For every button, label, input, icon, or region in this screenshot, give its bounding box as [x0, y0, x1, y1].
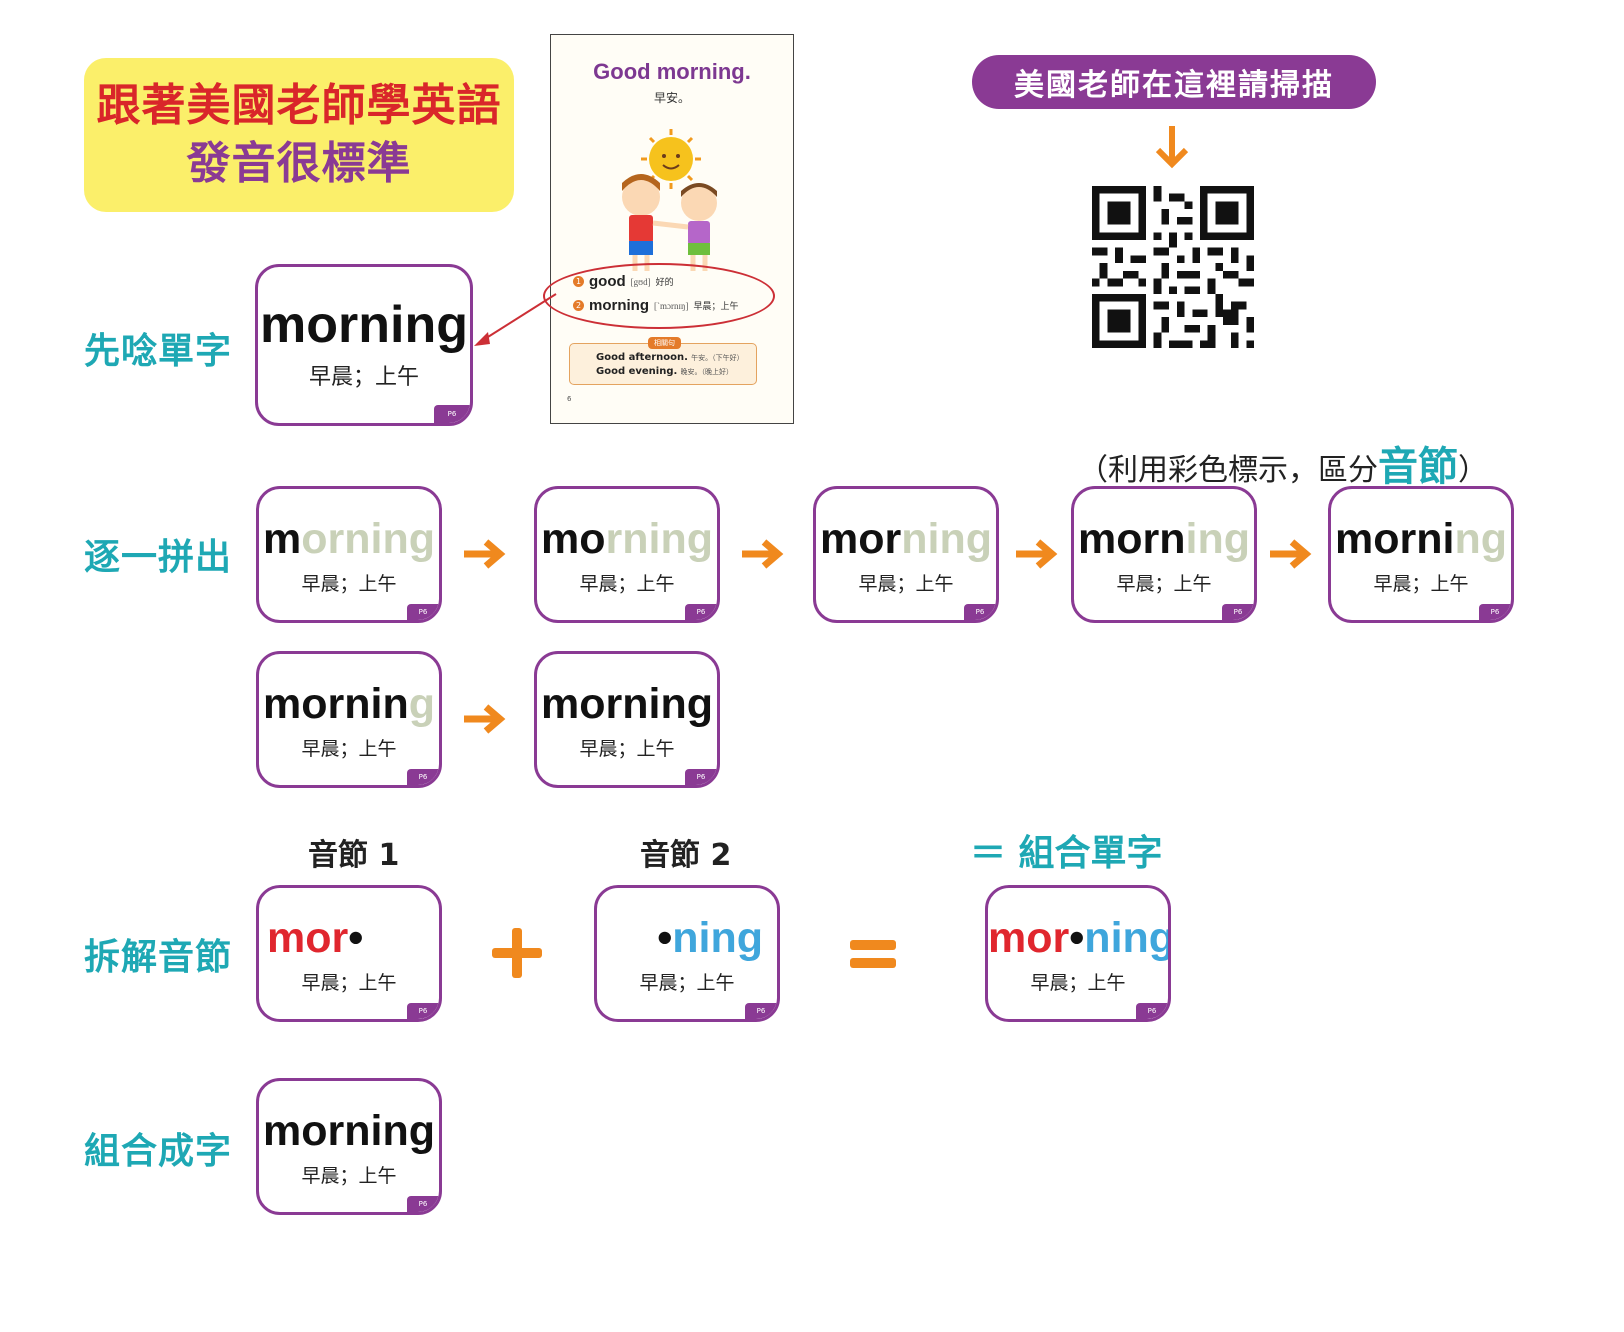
- book-page-number: 6: [567, 395, 572, 403]
- children-sun-illustration-icon: [622, 129, 717, 271]
- card-page-tag: P6: [407, 1003, 439, 1019]
- right-arrow-icon: [740, 539, 786, 569]
- card-word: morning: [1078, 515, 1250, 563]
- spell-card-2: morning 早晨；上午 P6: [534, 486, 720, 623]
- right-arrow-icon: [462, 704, 508, 734]
- card-meaning: 早晨；上午: [308, 365, 419, 390]
- down-arrow-icon: [1155, 126, 1189, 169]
- card-page-tag: P6: [964, 604, 996, 620]
- spell-card-5: morning 早晨；上午 P6: [1328, 486, 1514, 623]
- related-sentence: Good evening. 晚安。（晚上好）: [596, 366, 733, 377]
- plus-icon: [492, 928, 542, 978]
- spell-card-1: morning 早晨；上午 P6: [256, 486, 442, 623]
- word-card-final: morning 早晨；上午 P6: [256, 1078, 442, 1215]
- book-title: Good morning.: [593, 59, 751, 84]
- card-word: morning: [263, 1107, 435, 1155]
- card-meaning: 早晨；上午: [858, 573, 954, 595]
- pointer-arrow-icon: [474, 293, 557, 346]
- card-page-tag: P6: [745, 1003, 777, 1019]
- card-word: mor•ning: [988, 914, 1171, 962]
- card-word: morning: [820, 515, 992, 563]
- spell-card-6: morning 早晨；上午 P6: [256, 651, 442, 788]
- card-word: morning: [263, 680, 435, 728]
- step2-label: 逐一拼出: [84, 537, 233, 578]
- card-page-tag: P6: [685, 769, 717, 785]
- step4-label: 組合成字: [84, 1131, 233, 1172]
- card-meaning: 早晨；上午: [1030, 972, 1126, 994]
- card-word: •ning: [657, 914, 763, 962]
- highlight-ellipse: [543, 263, 775, 329]
- step3-label: 拆解音節: [84, 937, 233, 978]
- title-line-1: 跟著美國老師學英語: [96, 80, 502, 131]
- vocab-item-good: 1 good [gʊd] 好的: [573, 273, 674, 290]
- right-arrow-icon: [462, 539, 508, 569]
- spell-card-7: morning 早晨；上午 P6: [534, 651, 720, 788]
- scan-here-pill: 美國老師在這裡請掃描: [972, 55, 1376, 109]
- related-sentences-box: 相關句 Good afternoon. 午安。（下午好） Good evenin…: [569, 337, 757, 385]
- card-page-tag: P6: [434, 405, 470, 423]
- card-page-tag: P6: [407, 604, 439, 620]
- card-page-tag: P6: [685, 604, 717, 620]
- card-word: morning: [1335, 515, 1507, 563]
- title-line-2: 發音很標準: [186, 138, 412, 189]
- syllable-emphasis: 音節: [1378, 444, 1458, 490]
- title-banner: 跟著美國老師學英語 發音很標準: [84, 58, 514, 212]
- card-meaning: 早晨；上午: [579, 573, 675, 595]
- card-meaning: 早晨；上午: [301, 738, 397, 760]
- card-word: morning: [541, 515, 713, 563]
- card-meaning: 早晨；上午: [301, 972, 397, 994]
- card-page-tag: P6: [1479, 604, 1511, 620]
- related-sentence: Good afternoon. 午安。（下午好）: [596, 352, 744, 363]
- card-meaning: 早晨；上午: [1373, 573, 1469, 595]
- card-meaning: 早晨；上午: [1116, 573, 1212, 595]
- card-meaning: 早晨；上午: [301, 573, 397, 595]
- book-page-preview: Good morning. 早安。 1 good [gʊ: [543, 34, 794, 424]
- syllable-card-2: •ning 早晨；上午 P6: [594, 885, 780, 1022]
- combined-word-header: ＝ 組合單字: [970, 833, 1163, 874]
- equals-icon: [850, 940, 896, 970]
- related-sentences-tag: 相關句: [648, 337, 681, 349]
- card-word: morning: [541, 680, 713, 728]
- word-card-main: morning 早晨；上午 P6: [255, 264, 473, 426]
- syllable-card-1: mor• 早晨；上午 P6: [256, 885, 442, 1022]
- syllable-note: （利用彩色標示，區分音節）: [1078, 444, 1488, 490]
- qr-code-icon[interactable]: [1092, 186, 1254, 348]
- card-word: mor•: [267, 914, 364, 962]
- card-word: morning: [260, 296, 468, 354]
- book-subtitle: 早安。: [653, 91, 690, 105]
- syllable-card-combined: mor•ning 早晨；上午 P6: [985, 885, 1171, 1022]
- syllable-2-header: 音節 2: [640, 838, 732, 873]
- spell-card-4: morning 早晨；上午 P6: [1071, 486, 1257, 623]
- right-arrow-icon: [1014, 539, 1060, 569]
- card-word: morning: [263, 515, 435, 563]
- card-page-tag: P6: [407, 1196, 439, 1212]
- right-arrow-icon: [1268, 539, 1314, 569]
- syllable-1-header: 音節 1: [308, 838, 400, 873]
- spell-card-3: morning 早晨；上午 P6: [813, 486, 999, 623]
- card-meaning: 早晨；上午: [579, 738, 675, 760]
- vocab-item-morning: 2 morning [ˋmɔrnɪŋ] 早晨；上午: [573, 297, 738, 314]
- card-page-tag: P6: [1222, 604, 1254, 620]
- card-page-tag: P6: [1136, 1003, 1168, 1019]
- card-meaning: 早晨；上午: [639, 972, 735, 994]
- card-meaning: 早晨；上午: [301, 1165, 397, 1187]
- step1-label: 先唸單字: [84, 331, 233, 372]
- card-page-tag: P6: [407, 769, 439, 785]
